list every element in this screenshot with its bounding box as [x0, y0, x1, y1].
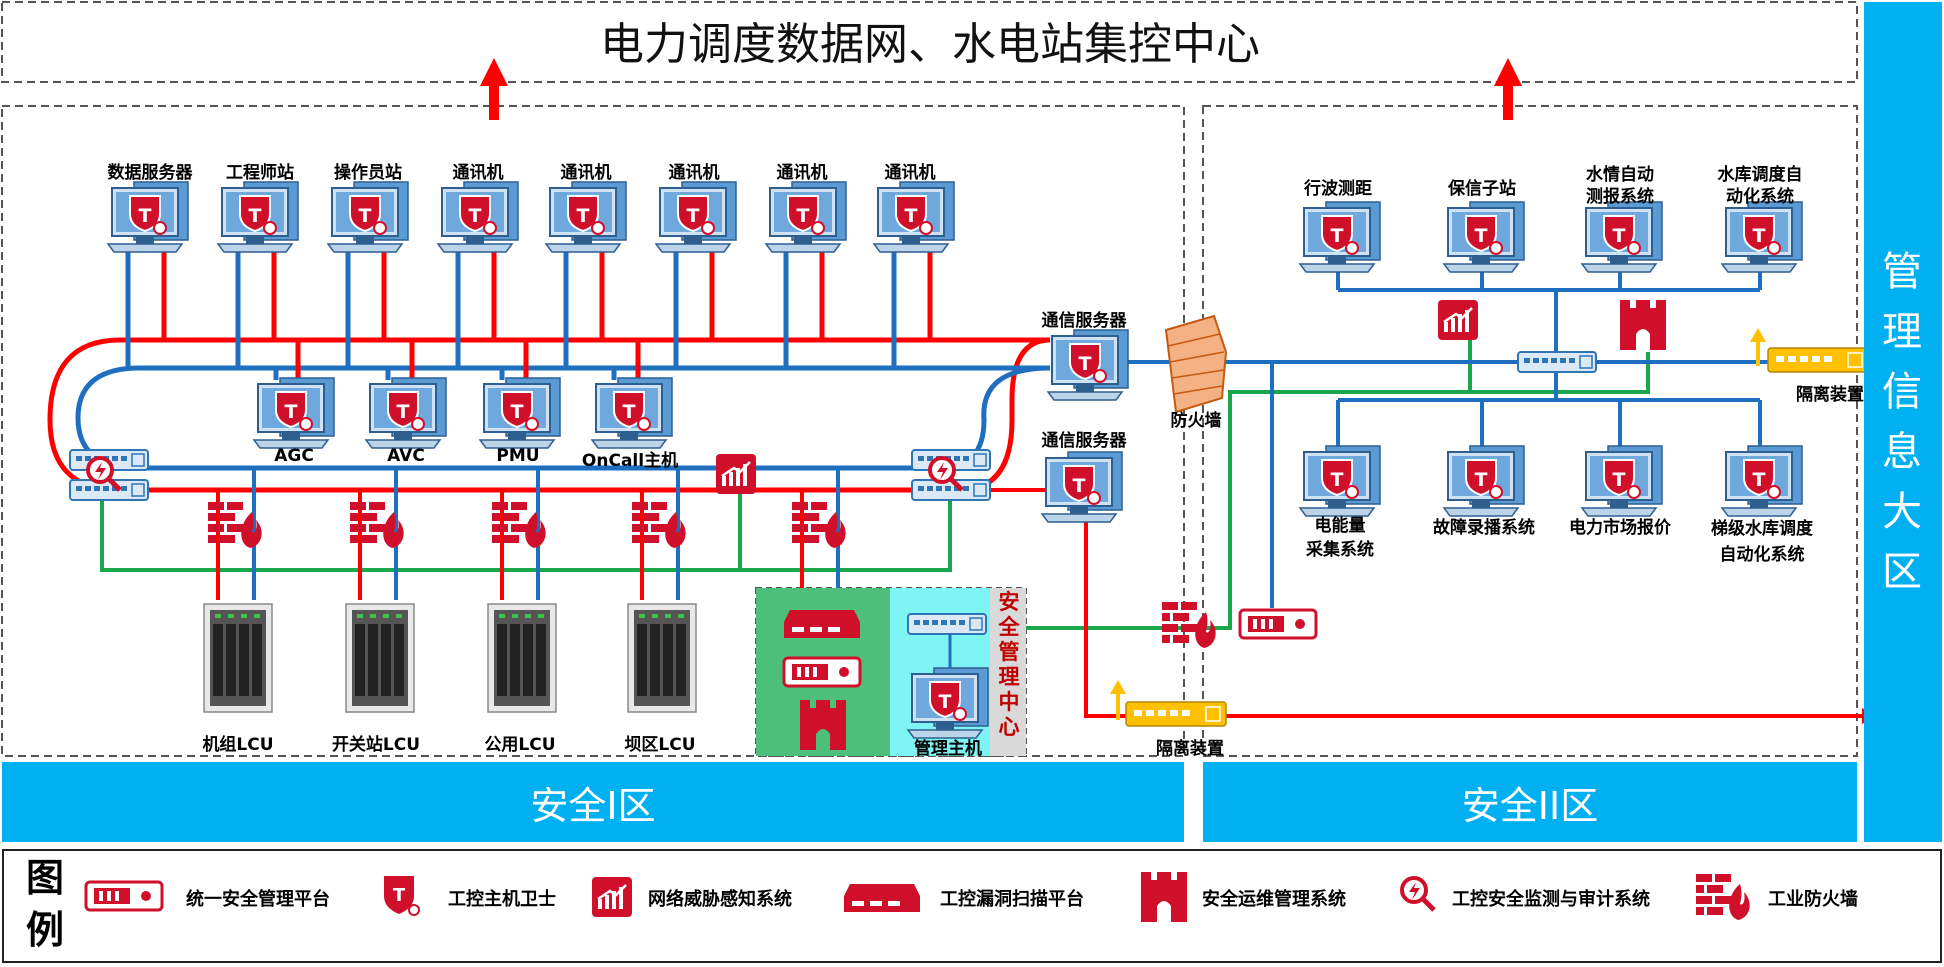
z2-top-host-3: 水库调度自动化系统	[1717, 165, 1803, 207]
host-label-comm-4: 通讯机	[776, 163, 828, 183]
isolator-label-1: 隔离装置	[1156, 739, 1224, 759]
legend-label-audit: 工控安全监测与审计系统	[1452, 889, 1650, 910]
app-label-agc: AGC	[274, 446, 314, 466]
firewall-icon	[1164, 314, 1228, 414]
app-label-oncall: OnCall主机	[581, 451, 679, 471]
lcu-label-switchyard: 开关站LCU	[331, 735, 421, 755]
uplink-arrow-right	[1494, 58, 1522, 120]
host-label-comm-2: 通讯机	[560, 163, 612, 183]
comm-server-label-1: 通信服务器	[1041, 311, 1127, 331]
legend	[2, 849, 1942, 963]
host-label-data-server: 数据服务器	[107, 163, 193, 183]
isolator-label-2: 隔离装置	[1796, 385, 1864, 405]
zone3-label: 管理信息大区	[1882, 249, 1924, 595]
z2-bottom-host-3: 梯级水库调度自动化系统	[1711, 519, 1813, 565]
zone1-band: 安全I区	[2, 762, 1184, 842]
legend-label-industrial-firewall: 工业防火墙	[1768, 889, 1858, 910]
legend-label-vuln-scan: 工控漏洞扫描平台	[940, 889, 1084, 910]
security-center-title: 安全管理中心	[998, 590, 1020, 739]
top-host-icons	[107, 181, 955, 253]
legend-label-threat-awareness: 网络威胁感知系统	[648, 889, 792, 910]
zone3-band: 管理信息大区	[1864, 2, 1942, 842]
lcu-label-common: 公用LCU	[484, 735, 556, 755]
z2-bottom-host-1: 故障录播系统	[1433, 518, 1535, 538]
legend-label-unified-platform: 统一安全管理平台	[186, 889, 330, 910]
z2-top-host-0: 行波测距	[1304, 179, 1372, 199]
lcu-label-unit: 机组LCU	[202, 735, 274, 755]
z2-top-host-2: 水情自动测报系统	[1586, 165, 1654, 207]
firewall-label: 防火墙	[1170, 411, 1222, 431]
host-label-comm-1: 通讯机	[452, 163, 504, 183]
app-label-avc: AVC	[387, 446, 425, 466]
z2-bottom-host-0: 电能量采集系统	[1306, 516, 1374, 560]
top-frame	[1, 1, 1858, 83]
lcu-label-dam: 坝区LCU	[624, 735, 696, 755]
zone2-frame	[1202, 105, 1858, 757]
zone1-frame	[1, 105, 1185, 757]
page-title: 电力调度数据网、水电站集控中心	[600, 19, 1260, 70]
svg-text:T: T	[393, 885, 406, 906]
zone2-band: 安全II区	[1203, 762, 1857, 842]
legend-label-ops-mgmt: 安全运维管理系统	[1202, 889, 1346, 910]
z2-bottom-host-2: 电力市场报价	[1569, 518, 1671, 538]
legend-label-host-guard: 工控主机卫士	[448, 889, 556, 910]
host-label-comm-3: 通讯机	[668, 163, 720, 183]
z2-top-host-1: 保信子站	[1448, 179, 1516, 199]
legend-title: 图例	[26, 856, 65, 952]
app-host-icons	[253, 377, 673, 449]
comm-server-label-2: 通信服务器	[1041, 431, 1127, 451]
app-label-pmu: PMU	[496, 446, 540, 466]
mgmt-host-label: 管理主机	[914, 739, 982, 759]
host-label-engineer-station: 工程师站	[226, 163, 294, 183]
host-label-comm-5: 通讯机	[884, 163, 936, 183]
host-label-operator-station: 操作员站	[334, 163, 402, 183]
uplink-arrow-left	[480, 58, 508, 120]
